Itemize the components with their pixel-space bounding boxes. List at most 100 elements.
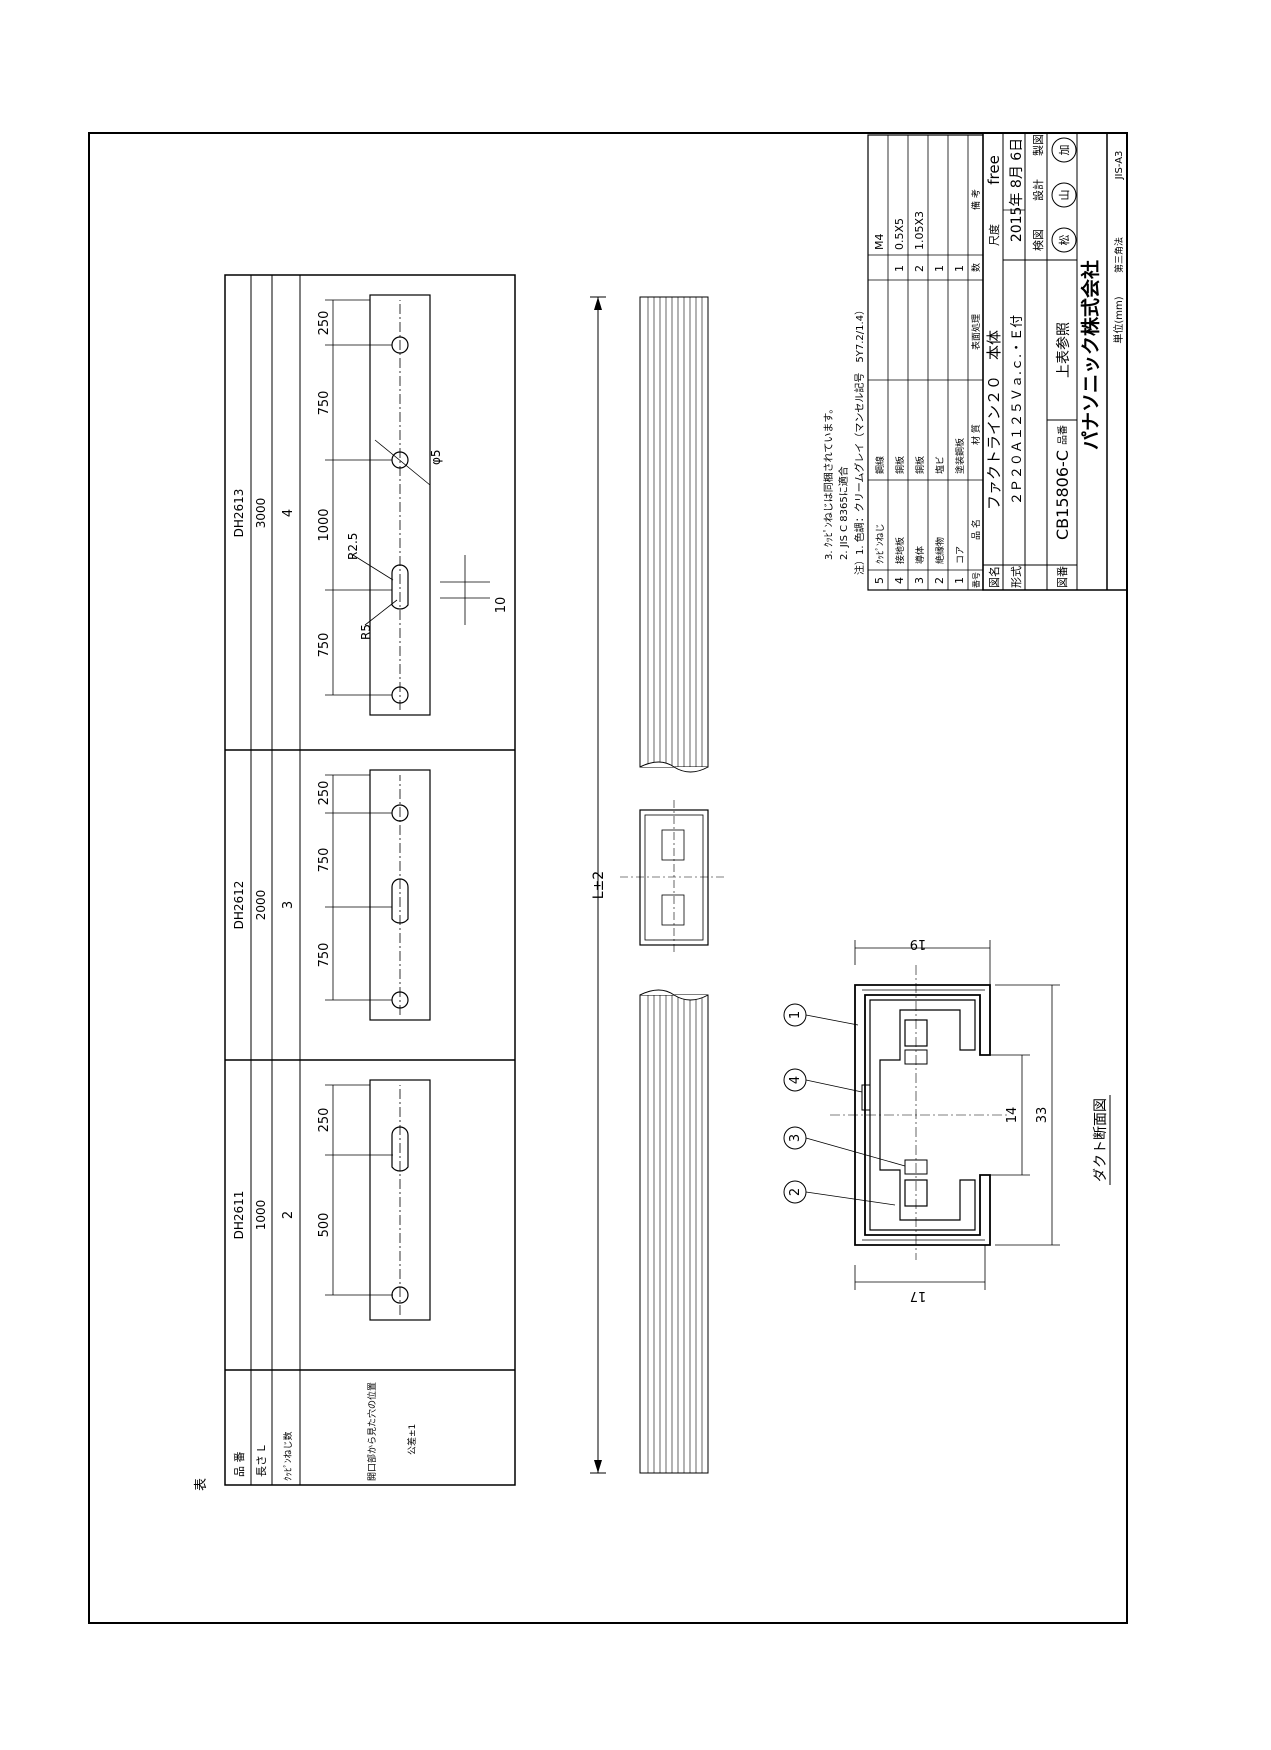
dim-width-17: 17 [910,1288,927,1303]
parts-row-2-qty: 1 [933,265,946,272]
part-number-dh2613: DH2613 [232,489,246,538]
stamp-check [1051,227,1077,253]
parts-row-1-material: 塗装鋼板 [954,438,966,474]
screws-dh2611: 2 [281,1211,296,1219]
note-2: 2. JIS C 8365に適合 [837,466,850,560]
stamp-check-label: 松 [1057,235,1071,246]
row-label-screws: ｸｯﾋﾟﾝねじ数 [282,1431,294,1481]
length-dh2613: 3000 [254,498,268,529]
title-model: ２Ｐ２０Ａ１２５Ｖａ.ｃ.・Ｅ付 [1010,315,1025,505]
title-drawing-no: CB15806-C [1053,450,1072,540]
title-roles-design: 設計 [1031,179,1045,201]
note-3: 3. ｸｯﾋﾟﾝねじは同梱されています。 [822,404,835,560]
row-label-hole-position: 開口部から見た穴の位置 [366,1382,378,1481]
title-model-label: 形式 [1010,566,1023,588]
balloon-4-label: 4 [788,1076,803,1084]
parts-row-4-material: 銅板 [894,456,906,474]
dim-inner-14: 14 [1005,1107,1020,1124]
balloon-1-label: 1 [788,1011,803,1019]
dim-dh2612-750a: 750 [317,943,332,968]
parts-row-4-remark: 0.5X5 [893,218,906,250]
dim-dh2611-500: 500 [317,1213,332,1238]
title-roles-check: 検図 [1031,229,1045,251]
title-scale: free [985,155,1003,185]
stamp-design [1051,182,1077,208]
dim-height-33: 33 [1035,1107,1050,1124]
note-1: 注）1. 色調：クリームグレイ（マンセル記号 5Y7.2/1.4） [853,305,866,575]
parts-row-3-material: 銅板 [914,456,926,474]
stamp-design-label: 山 [1058,190,1071,201]
parts-row-5-remark: M4 [873,234,886,251]
keyhole-pitch: 10 [494,597,509,614]
title-sheet: JIS-A3 [1114,151,1125,181]
duct-cross-section-small [620,800,725,955]
hole-layout-dh2612: 750 750 250 [317,769,431,1021]
parts-table: 5 ｸｯﾋﾟﾝねじ 鋼線 M4 4 接地板 銅板 1 0.5X5 3 導体 銅板… [867,134,984,591]
parts-row-1-qty: 1 [953,265,966,272]
parts-row-3-qty: 2 [913,265,926,272]
balloon-2-label: 2 [788,1188,803,1196]
parts-row-1-no: 1 [953,577,966,584]
dim-dh2613-1000: 1000 [317,508,332,541]
parts-header-no: 番号 [971,572,981,588]
dim-dh2613-750a: 750 [317,633,332,658]
parts-header-material: 材 質 [970,424,982,445]
dim-width-19: 19 [910,936,927,951]
parts-row-3-remark: 1.05X3 [913,211,926,250]
title-company: パナソニック株式会社 [1079,260,1102,450]
length-dh2611: 1000 [254,1200,268,1231]
title-drawing-no-label: 図番 [1056,566,1069,588]
parts-header-qty: 数 [970,263,982,272]
parts-row-4-qty: 1 [893,265,906,272]
hole-diameter: φ5 [429,449,443,465]
parts-header-finish: 表面処理 [970,314,982,350]
parts-row-5-name: ｸｯﾋﾟﾝねじ [875,523,886,564]
radius-r2-5: R2.5 [346,533,360,560]
part-number-dh2612: DH2612 [232,881,246,930]
title-scale-label: 尺度 [987,224,1001,246]
title-name-label: 図名 [987,566,1001,588]
title-product-no-label: 品番 [1057,425,1069,445]
parts-header-name: 品 名 [970,519,982,540]
dim-dh2613-250: 250 [317,311,332,336]
row-label-length: 長さ L [255,1445,268,1477]
dim-dh2613-750b: 750 [317,391,332,416]
stamp-draft-label: 加 [1058,145,1071,156]
title-projection: 第三角法 [1113,237,1125,273]
section-title: ダクト断面図 [1093,1098,1109,1182]
row-label-tolerance: 公差±1 [406,1424,418,1455]
title-roles-draft: 製図 [1031,134,1045,156]
duct-length-label: L±2 [591,871,607,899]
row-label-part: 品 番 [233,1452,246,1478]
parts-row-4-name: 接地板 [894,537,906,564]
table-title: 表 [194,1478,209,1491]
parts-row-5-material: 鋼線 [874,456,886,474]
parts-header-remark: 備 考 [970,189,982,210]
dim-dh2612-250: 250 [317,781,332,806]
hole-layout-dh2611: 500 250 [317,1079,431,1321]
dim-dh2612-750b: 750 [317,848,332,873]
screws-dh2612: 3 [281,901,296,909]
radius-r5: R5 [359,624,373,640]
screws-dh2613: 4 [281,509,296,517]
parts-row-1-name: コア [956,546,966,564]
length-dh2612: 2000 [254,890,268,921]
duct-section-detail: 19 17 33 14 1 4 3 2 ダクト断面図 [783,936,1111,1303]
sheet-border [88,132,1128,1624]
parts-row-4-no: 4 [893,577,906,584]
title-block: 図名 ファクトライン２０ 本体 尺度 free 形式 ２Ｐ２０Ａ１２５Ｖａ.ｃ.… [982,132,1128,591]
notes: 注）1. 色調：クリームグレイ（マンセル記号 5Y7.2/1.4） 2. JIS… [822,305,866,575]
balloon-3-label: 3 [788,1134,803,1142]
parts-row-2-material: 塩ビ [934,456,946,474]
duct-side-view: L±2 [590,296,725,1474]
duct-segment-upper [639,296,709,773]
parts-row-5-no: 5 [873,577,886,584]
stamp-draft [1051,137,1077,163]
dim-dh2611-250: 250 [317,1108,332,1133]
title-date: 2015年 8月 6日 [1009,138,1025,242]
parts-row-3-no: 3 [913,577,926,584]
parts-row-2-no: 2 [933,577,946,584]
parts-row-3-name: 導体 [914,546,926,564]
title-unit: 単位(mm) [1112,296,1125,343]
